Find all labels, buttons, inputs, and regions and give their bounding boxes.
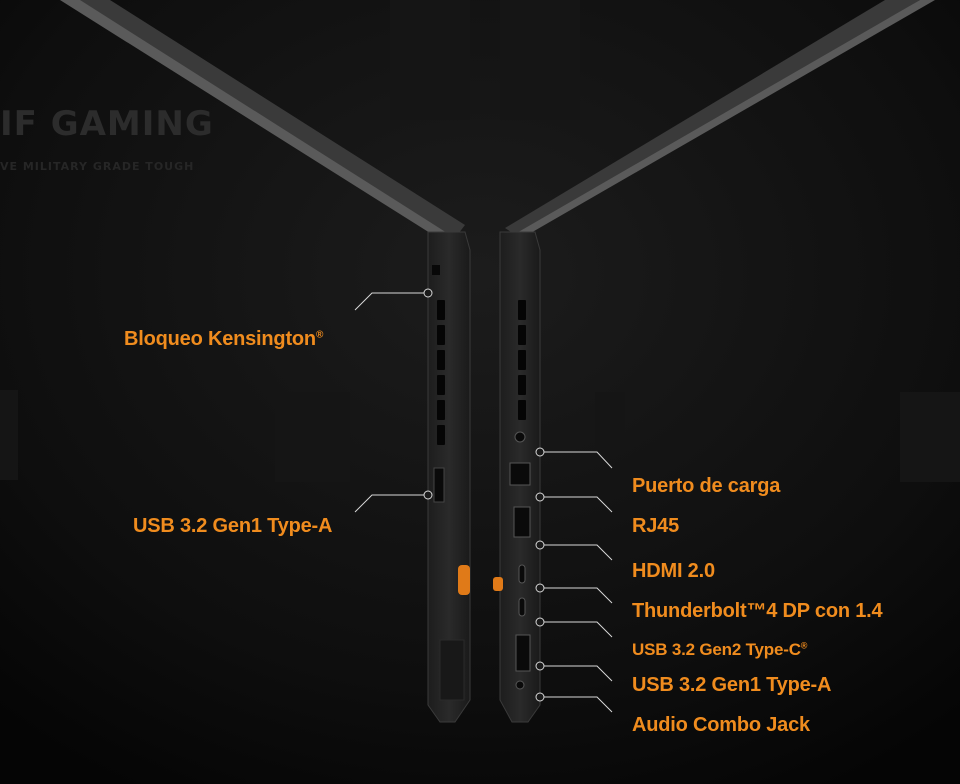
label-audio-jack-text: Audio Combo Jack	[632, 714, 810, 736]
label-kensington-lock: Bloqueo Kensington®	[124, 328, 323, 351]
label-usb-a-left: USB 3.2 Gen1 Type-A	[133, 515, 332, 538]
thunderbolt-port	[518, 564, 526, 584]
label-charging-port-text: Puerto de carga	[632, 475, 781, 497]
left-orange-accent	[458, 565, 470, 595]
label-kensington-text: Bloqueo Kensington	[124, 328, 316, 350]
right-vents	[518, 300, 526, 420]
usb-c-port	[518, 597, 526, 617]
registered-mark: ®	[315, 329, 324, 341]
kensington-slot	[432, 265, 440, 275]
audio-jack	[515, 680, 525, 690]
label-rj45: RJ45	[632, 515, 679, 538]
left-callout-lines	[354, 288, 433, 513]
left-usb-a-port	[433, 467, 445, 503]
label-hdmi-text: HDMI 2.0	[632, 560, 715, 582]
label-usb-a-right-text: USB 3.2 Gen1 Type-A	[632, 674, 832, 696]
label-thunderbolt: Thunderbolt™4 DP con 1.4	[632, 600, 883, 623]
background-brand-text: IF GAMING	[0, 104, 214, 144]
label-hdmi: HDMI 2.0	[632, 560, 715, 583]
label-usb-c-text: USB 3.2 Gen2 Type-C	[632, 640, 801, 659]
label-thunderbolt-text: Thunderbolt™4 DP con 1.4	[632, 600, 883, 622]
label-audio-jack: Audio Combo Jack	[632, 714, 810, 737]
label-charging-port: Puerto de carga	[632, 475, 780, 498]
left-vents	[437, 300, 445, 445]
registered-mark: ®	[800, 640, 808, 651]
label-usb-c: USB 3.2 Gen2 Type-C®	[632, 640, 807, 660]
charging-port	[514, 431, 526, 443]
label-usb-a-left-text: USB 3.2 Gen1 Type-A	[133, 515, 333, 537]
label-usb-a-right: USB 3.2 Gen1 Type-A	[632, 674, 831, 697]
right-usb-a-port	[515, 634, 531, 672]
background-tagline-text: VE MILITARY GRADE TOUGH	[0, 160, 195, 173]
right-orange-accent	[493, 577, 503, 591]
hdmi-port	[513, 506, 531, 538]
right-callout-lines	[535, 447, 613, 713]
background-logo-shapes	[0, 0, 960, 482]
rj45-port	[509, 462, 531, 486]
label-rj45-text: RJ45	[632, 515, 680, 537]
